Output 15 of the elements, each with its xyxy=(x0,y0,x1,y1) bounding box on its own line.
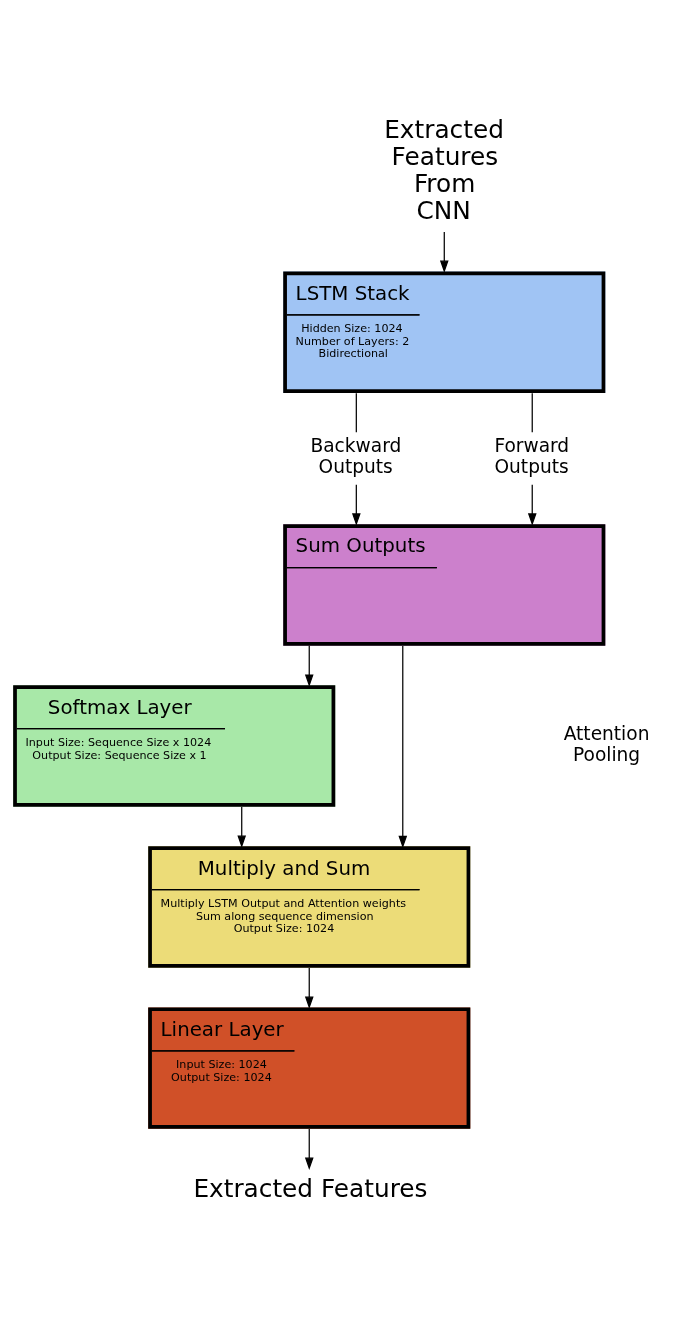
node-text: Extracted Features xyxy=(193,1173,428,1203)
arrow xyxy=(527,484,537,526)
node-text: Extracted Features From CNN xyxy=(384,114,504,226)
connector xyxy=(355,392,357,433)
arrow xyxy=(351,484,361,526)
arrow xyxy=(304,967,314,1009)
node-text: Forward Outputs xyxy=(494,435,570,478)
connector xyxy=(531,392,533,433)
arrow xyxy=(237,806,247,848)
arrow xyxy=(304,645,314,687)
arrow xyxy=(304,1128,314,1170)
arrow xyxy=(439,231,449,273)
node-text: Backward Outputs xyxy=(310,435,402,478)
label: Attention Pooling xyxy=(563,722,650,765)
arrow xyxy=(398,645,408,849)
